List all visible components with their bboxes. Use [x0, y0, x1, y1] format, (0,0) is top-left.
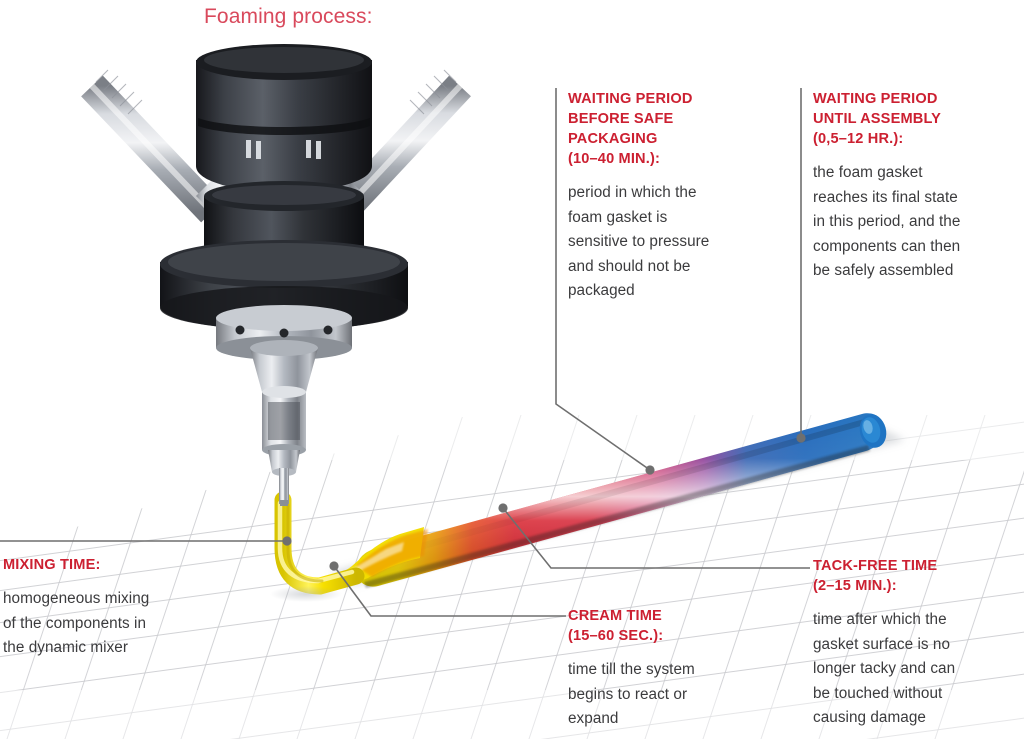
callout-heading: MIXING TIME:	[3, 557, 101, 573]
nozzle-tip	[279, 468, 289, 506]
callout-mixing-time: MIXING TIME: homogeneous mixing of the c…	[3, 555, 203, 661]
callout-body: the foam gasket reaches its final state …	[813, 164, 961, 280]
leader-waiting-packaging	[555, 88, 655, 475]
callout-heading: TACK-FREE TIME (2–15 MIN.):	[813, 558, 938, 594]
callout-body: time till the system begins to react or …	[568, 661, 695, 728]
leader-mixing-time	[0, 536, 292, 546]
leader-cream-time	[329, 561, 566, 617]
dynamic-mixer	[81, 44, 471, 506]
callout-heading: WAITING PERIOD UNTIL ASSEMBLY (0,5–12 HR…	[813, 91, 942, 147]
callout-cream-time: CREAM TIME (15–60 SEC.): time till the s…	[568, 606, 768, 732]
page-title: Foaming process:	[204, 5, 373, 28]
callout-tack-free-time: TACK-FREE TIME (2–15 MIN.): time after w…	[813, 556, 1013, 731]
mixer-upper-body	[196, 44, 372, 192]
callout-waiting-period-before-safe-packaging: WAITING PERIOD BEFORE SAFE PACKAGING (10…	[568, 89, 764, 304]
leader-waiting-assembly	[796, 88, 806, 443]
callout-heading: WAITING PERIOD BEFORE SAFE PACKAGING (10…	[568, 91, 693, 167]
nozzle-taper	[250, 340, 318, 476]
leader-lines	[0, 88, 810, 617]
leader-tack-free-time	[498, 503, 810, 569]
callout-body: period in which the foam gasket is sensi…	[568, 184, 710, 300]
callout-body: time after which the gasket surface is n…	[813, 611, 956, 727]
foam-gasket-bead	[300, 413, 887, 590]
yellow-extrusion	[270, 491, 365, 602]
callout-waiting-period-until-assembly: WAITING PERIOD UNTIL ASSEMBLY (0,5–12 HR…	[813, 89, 1003, 284]
callout-body: homogeneous mixing of the components in …	[3, 590, 150, 657]
callout-heading: CREAM TIME (15–60 SEC.):	[568, 608, 664, 644]
